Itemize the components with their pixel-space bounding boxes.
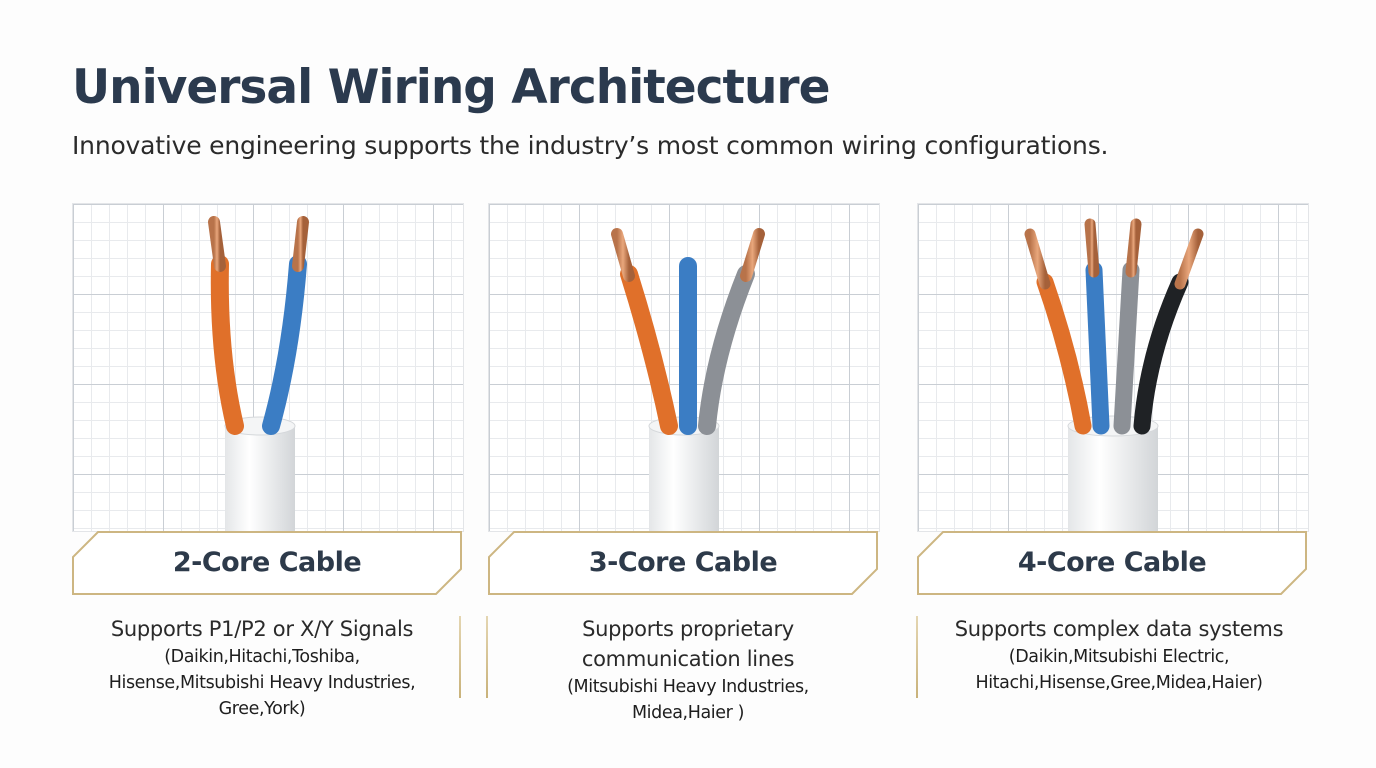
- cable-description-4-core: Supports complex data systems (Daikin,Mi…: [924, 614, 1314, 696]
- orange-core: [620, 265, 678, 435]
- cable-label-3-core: 3-Core Cable: [488, 531, 878, 595]
- cable-description-2-core: Supports P1/P2 or X/Y Signals (Daikin,Hi…: [67, 614, 457, 722]
- page-subtitle: Innovative engineering supports the indu…: [72, 131, 1109, 160]
- column-divider: [459, 616, 461, 698]
- cable-label-text: 2-Core Cable: [172, 547, 362, 578]
- brand-line: (Daikin,Mitsubishi Electric,: [1008, 647, 1230, 667]
- column-divider: [916, 616, 918, 698]
- copper-strand: [611, 228, 635, 282]
- cable-description-3-core: Supports proprietary communication lines…: [493, 614, 883, 726]
- description-text: communication lines: [581, 647, 795, 671]
- copper-strand: [208, 216, 226, 272]
- blue-core: [1085, 261, 1110, 435]
- gray-core: [698, 265, 755, 435]
- copper-strand: [1174, 228, 1204, 290]
- orange-core: [210, 255, 244, 435]
- column-divider: [486, 616, 488, 698]
- copper-strand: [740, 228, 765, 282]
- cable-label-text: 3-Core Cable: [588, 547, 778, 578]
- black-core: [1133, 273, 1189, 435]
- orange-core: [1036, 273, 1092, 435]
- brand-line: Midea,Haier ): [631, 703, 745, 723]
- copper-strand: [292, 216, 309, 272]
- brand-line: Gree,York): [218, 699, 306, 719]
- cable-label-4-core: 4-Core Cable: [917, 531, 1307, 595]
- cable-label-text: 4-Core Cable: [1017, 547, 1207, 578]
- cable-label-2-core: 2-Core Cable: [72, 531, 462, 595]
- cable-jacket: [1068, 426, 1158, 531]
- cable-jacket: [225, 426, 295, 531]
- blue-core: [262, 255, 307, 435]
- copper-strand: [1024, 228, 1051, 290]
- copper-strand: [1125, 218, 1142, 278]
- description-text: Supports P1/P2 or X/Y Signals: [110, 617, 414, 641]
- cable-illustration-2-core: [72, 203, 464, 532]
- description-text: Supports complex data systems: [954, 617, 1284, 641]
- brand-line: (Daikin,Hitachi,Toshiba,: [164, 647, 360, 667]
- copper-strand: [1084, 218, 1100, 278]
- brand-line: (Mitsubishi Heavy Industries,: [567, 677, 809, 697]
- cable-jacket: [649, 426, 719, 531]
- brand-line: Hisense,Mitsubishi Heavy Industries,: [108, 673, 416, 693]
- page-title: Universal Wiring Architecture: [72, 60, 830, 115]
- cable-illustration-3-core: [488, 203, 880, 532]
- brand-line: Hitachi,Hisense,Gree,Midea,Haier): [975, 673, 1263, 693]
- description-text: Supports proprietary: [582, 617, 794, 641]
- cable-illustration-4-core: [917, 203, 1309, 532]
- gray-core: [1113, 261, 1140, 435]
